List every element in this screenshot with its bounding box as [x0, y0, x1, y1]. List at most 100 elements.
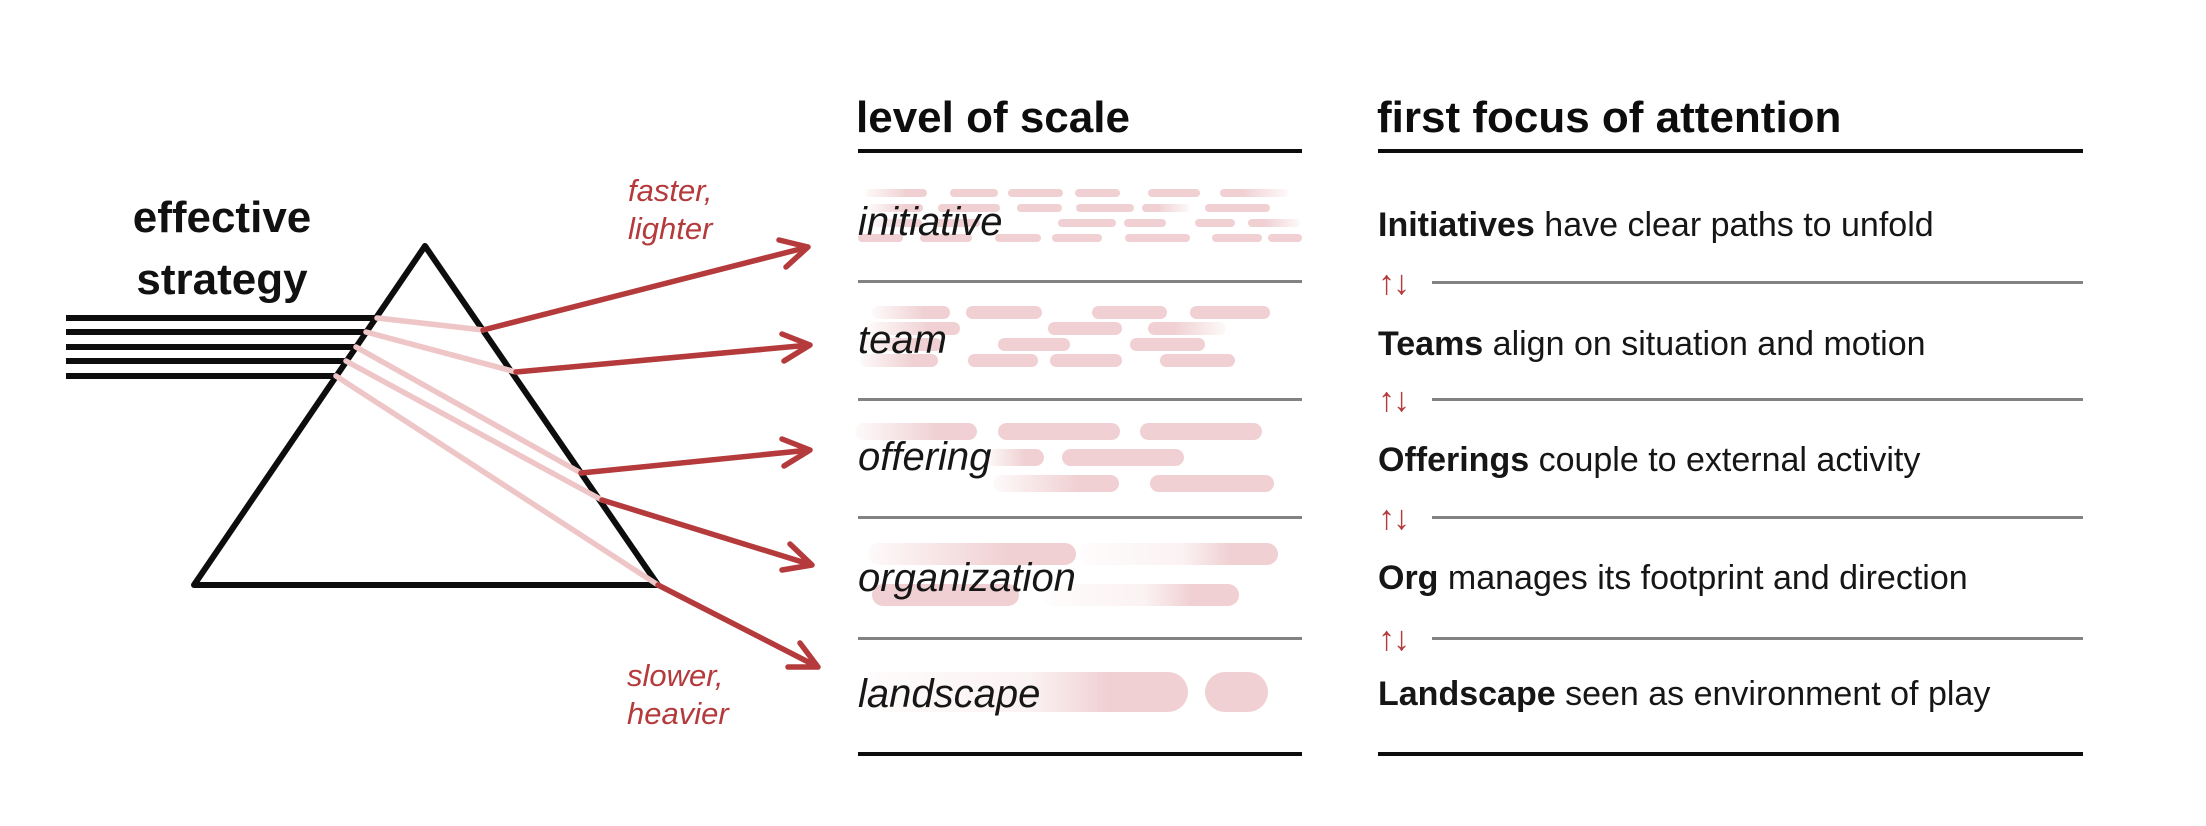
redaction-pill-initiative	[950, 189, 998, 197]
arrow-team	[513, 331, 813, 375]
focus-row-org-lead: Org	[1378, 559, 1439, 597]
arrow-offering	[578, 436, 813, 476]
redaction-pill-offering	[855, 423, 977, 440]
redaction-pill-team	[968, 354, 1038, 367]
focus-column-header: first focus of attention	[1377, 93, 1842, 142]
updown-marker-2: ↑↓	[1378, 381, 1410, 419]
redaction-pill-team	[1160, 354, 1235, 367]
redaction-pill-organization	[1080, 543, 1278, 565]
updown-marker-3: ↑↓	[1378, 499, 1410, 537]
redaction-pill-initiative	[1142, 204, 1190, 212]
focus-row-initiatives: Initiatives have clear paths to unfold	[1378, 201, 1934, 249]
focus-row-teams: Teams align on situation and motion	[1378, 320, 1926, 368]
redaction-pill-initiative	[1268, 234, 1302, 242]
redaction-pill-offering	[998, 423, 1120, 440]
redaction-pill-initiative	[1205, 204, 1270, 212]
redaction-pill-team	[860, 354, 938, 367]
redaction-pill-organization	[868, 543, 1076, 565]
scale-divider-1	[858, 280, 1302, 283]
updown-marker-4: ↑↓	[1378, 620, 1410, 658]
focus-row-offerings: Offerings couple to external activity	[1378, 436, 1920, 484]
redaction-pill-offering	[993, 475, 1119, 492]
redaction-pill-initiative	[1212, 234, 1262, 242]
scale-row-team: team	[858, 318, 947, 362]
redaction-pill-team	[1190, 306, 1270, 319]
redaction-pill-organization	[1043, 584, 1239, 606]
effective-strategy-title-line1: effective	[133, 193, 312, 242]
redaction-pill-team	[998, 338, 1070, 351]
redaction-pill-team	[872, 306, 950, 319]
redaction-pill-offering	[1062, 449, 1184, 466]
redaction-pill-team	[862, 338, 942, 351]
scale-row-offering: offering	[858, 435, 992, 479]
redaction-pill-initiative	[1075, 189, 1120, 197]
redaction-pill-initiative	[1148, 189, 1200, 197]
faster-lighter-label-line2: lighter	[628, 211, 714, 246]
focus-bottom-border	[1378, 752, 2083, 756]
redaction-pill-initiative	[1125, 234, 1190, 242]
redaction-pill-initiative	[1220, 189, 1288, 197]
focus-row-org: Org manages its footprint and direction	[1378, 554, 1968, 602]
redaction-pill-team	[1130, 338, 1205, 351]
arrow-organization	[599, 497, 815, 573]
focus-row-offerings-lead: Offerings	[1378, 441, 1530, 479]
redaction-pill-initiative	[995, 234, 1041, 242]
focus-header-underline	[1378, 149, 2083, 153]
redaction-pill-initiative	[1052, 234, 1102, 242]
redaction-pill-initiative	[938, 204, 1000, 212]
focus-row-teams-rest: align on situation and motion	[1483, 325, 1926, 363]
redaction-pill-team	[868, 322, 960, 335]
redaction-pill-offering	[1150, 475, 1274, 492]
redaction-pill-team	[966, 306, 1042, 319]
refracted-rays	[333, 315, 661, 588]
focus-row-org-rest: manages its footprint and direction	[1438, 559, 1968, 597]
scale-row-organization: organization	[858, 556, 1076, 600]
focus-divider-2	[1432, 398, 2083, 401]
updown-marker-1: ↑↓	[1378, 264, 1410, 302]
redaction-pill-initiative	[868, 204, 923, 212]
slower-heavier-label-line1: slower,	[627, 658, 723, 693]
redaction-pill-initiative	[858, 234, 903, 242]
redaction-pill-initiative	[1248, 219, 1300, 227]
redaction-pill-initiative	[1058, 219, 1116, 227]
focus-row-landscape-rest: seen as environment of play	[1555, 675, 1991, 713]
redaction-pill-team	[1050, 354, 1122, 367]
arrow-initiative	[480, 237, 811, 333]
focus-row-teams-lead: Teams	[1378, 325, 1484, 363]
redaction-pill-initiative	[1124, 219, 1166, 227]
scale-row-initiative: initiative	[858, 200, 1003, 244]
scale-divider-4	[858, 637, 1302, 640]
redaction-pill-landscape	[1205, 672, 1268, 712]
scale-divider-3	[858, 516, 1302, 519]
scale-header-underline	[858, 149, 1302, 153]
redaction-pill-initiative	[872, 219, 922, 227]
redaction-pill-initiative	[1076, 204, 1134, 212]
scale-bottom-border	[858, 752, 1302, 756]
redaction-pill-landscape	[860, 672, 1188, 712]
faster-lighter-label-line1: faster,	[628, 173, 712, 208]
focus-row-landscape: Landscape seen as environment of play	[1378, 670, 1990, 718]
redaction-pill-initiative	[935, 219, 980, 227]
slower-heavier-label-line2: heavier	[627, 696, 730, 731]
focus-row-landscape-lead: Landscape	[1378, 675, 1556, 713]
redaction-pill-initiative	[1195, 219, 1235, 227]
redaction-pill-team	[1148, 322, 1226, 335]
arrow-landscape	[655, 582, 821, 670]
prism-triangle	[191, 243, 661, 588]
scale-divider-2	[858, 398, 1302, 401]
redaction-pill-initiative	[920, 234, 972, 242]
input-beam-lines	[66, 315, 377, 379]
focus-divider-1	[1432, 281, 2083, 284]
focus-row-initiatives-rest: have clear paths to unfold	[1534, 206, 1934, 244]
redaction-pill-offering	[1140, 423, 1262, 440]
redaction-pill-organization	[872, 584, 1019, 606]
focus-divider-3	[1432, 516, 2083, 519]
redaction-pill-offering	[986, 449, 1044, 466]
redaction-pill-initiative	[1008, 189, 1063, 197]
focus-divider-4	[1432, 637, 2083, 640]
scale-row-landscape: landscape	[858, 672, 1041, 716]
redaction-pill-team	[1048, 322, 1122, 335]
